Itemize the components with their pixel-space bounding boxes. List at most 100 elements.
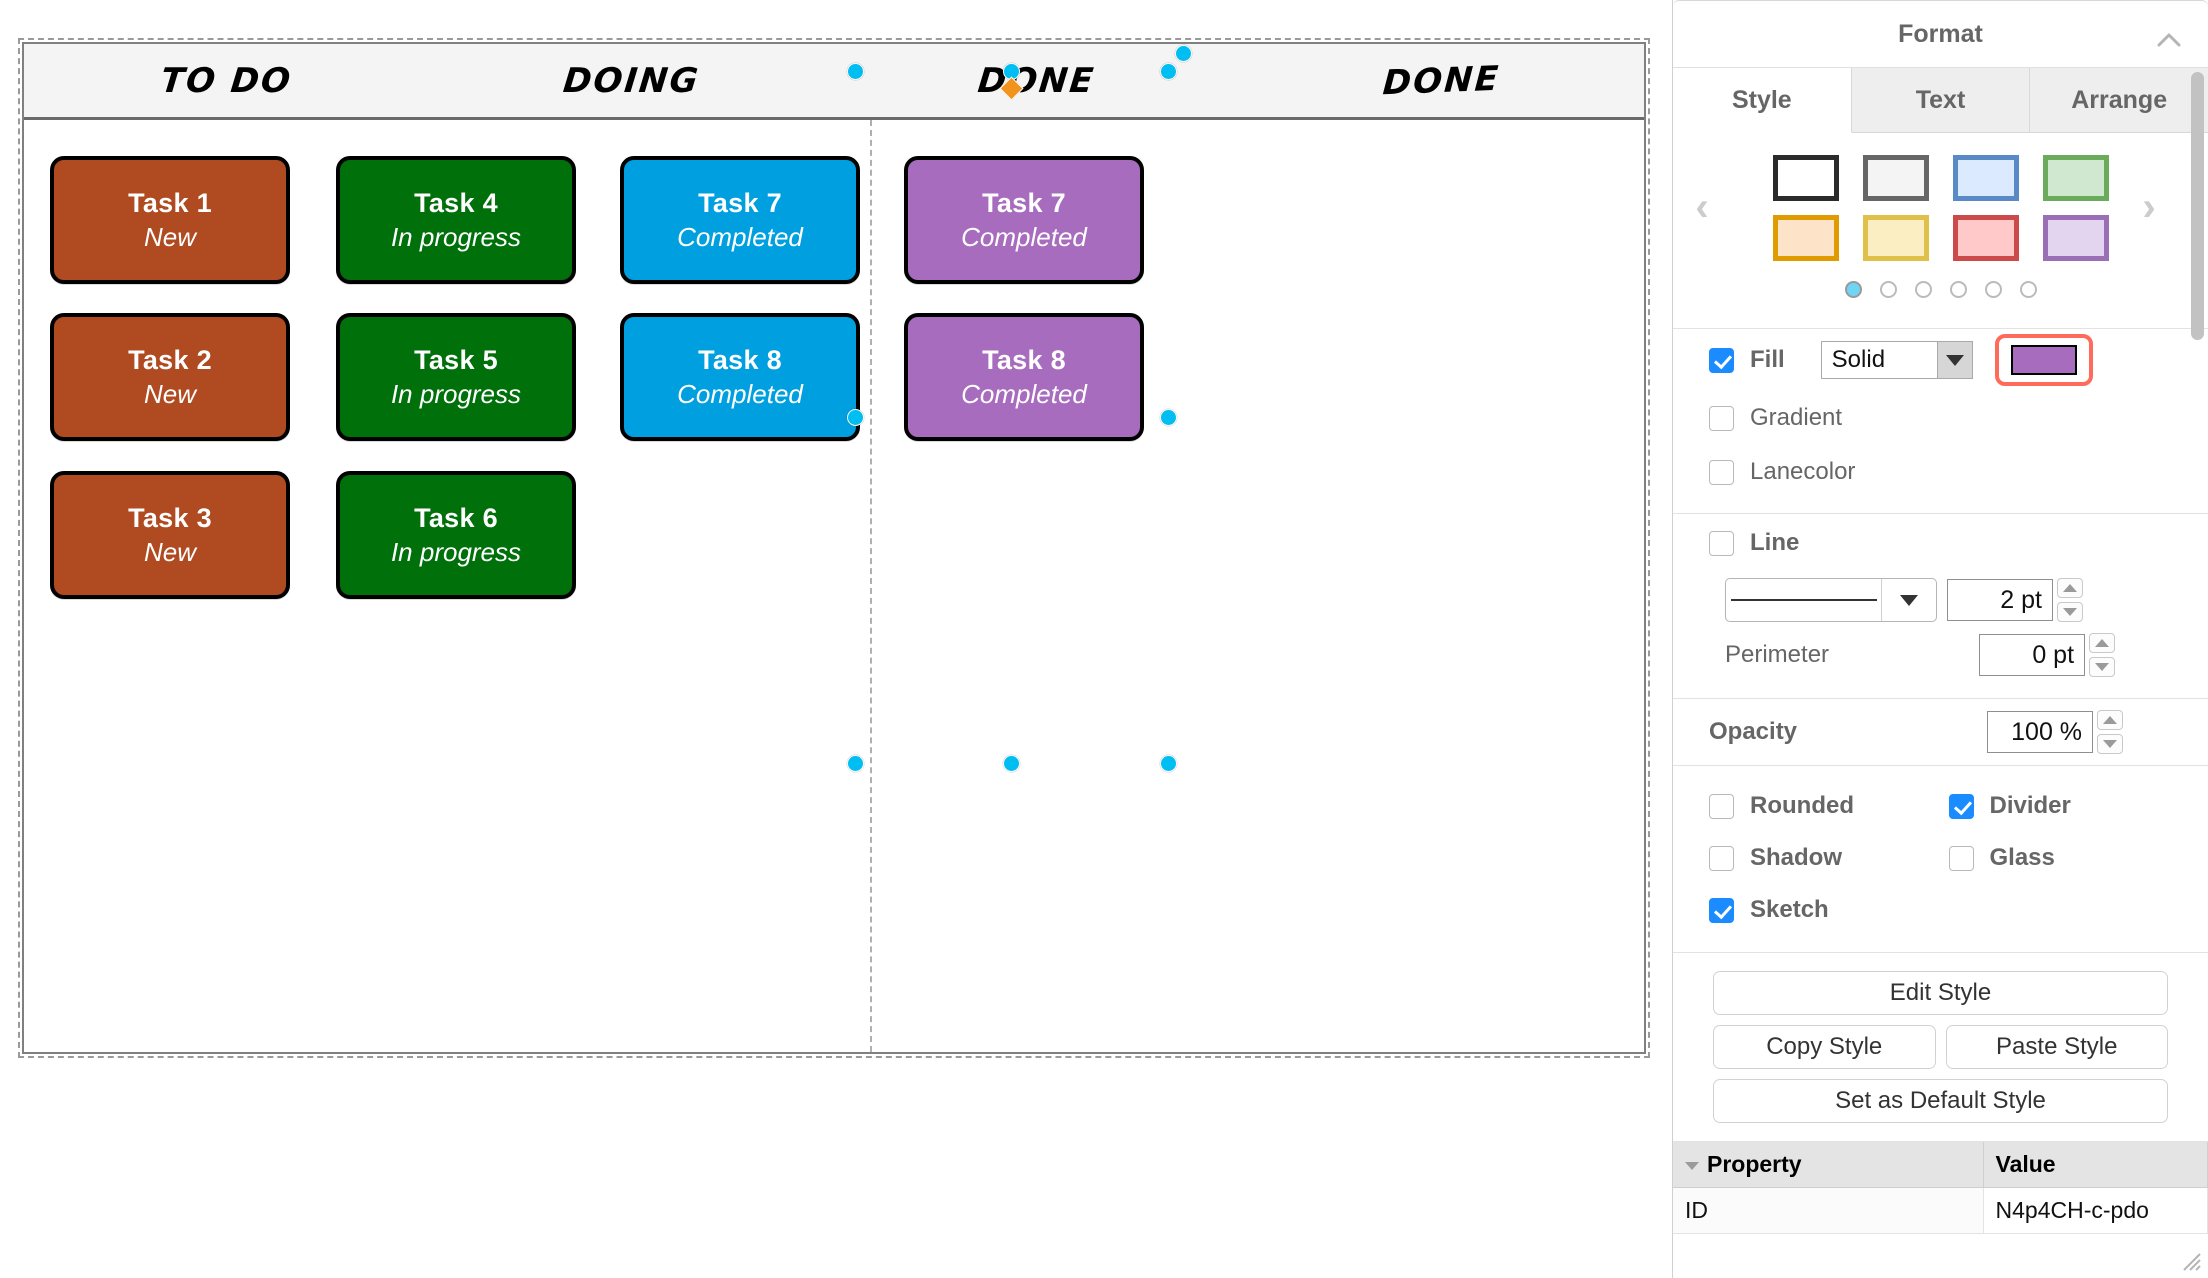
panel-scrollbar-thumb[interactable] <box>2191 72 2204 340</box>
tab-style[interactable]: Style <box>1673 68 1852 133</box>
stepper-down-icon[interactable] <box>2057 602 2083 622</box>
chevron-left-icon[interactable]: ‹ <box>1695 184 1709 229</box>
gallery-page-dot[interactable] <box>1949 281 1967 298</box>
properties-row-value[interactable]: N4p4CH-c-pdo <box>1983 1187 2208 1234</box>
style-gallery-pager[interactable] <box>1673 275 2208 318</box>
format-tabs[interactable]: Style Text Arrange <box>1673 68 2208 133</box>
lanecolor-row[interactable]: Lanecolor <box>1673 445 2208 499</box>
shadow-checkbox[interactable] <box>1709 845 1734 871</box>
chevron-right-icon[interactable]: › <box>2142 184 2156 229</box>
fill-row[interactable]: Fill Solid <box>1673 329 2208 391</box>
selection-handle-top-right[interactable] <box>1160 63 1177 80</box>
stepper-down-icon[interactable] <box>2097 734 2124 754</box>
panel-scrollbar[interactable] <box>2191 72 2204 1202</box>
style-swatch-row-1[interactable] <box>1772 155 2109 201</box>
lane-header-doing[interactable]: DOING <box>425 44 838 117</box>
glass-checkbox[interactable] <box>1948 845 1974 871</box>
stepper-up-icon[interactable] <box>2089 633 2116 653</box>
sketch-row[interactable]: Sketch <box>1673 884 1941 936</box>
selection-handle-bottom-right[interactable] <box>1160 755 1177 772</box>
tab-text[interactable]: Text <box>1851 68 2031 132</box>
style-blue-swatch[interactable] <box>1952 155 2019 201</box>
selection-handle-bottom-mid[interactable] <box>1003 755 1020 772</box>
line-checkbox[interactable] <box>1709 530 1734 556</box>
properties-col-property[interactable]: Property <box>1673 1142 1984 1188</box>
paste-style-button[interactable]: Paste Style <box>1945 1025 2168 1069</box>
diagram-canvas[interactable]: TO DO DOING DONE DONE <box>0 0 1672 1278</box>
selection-handle-top-mid-left[interactable] <box>847 63 864 80</box>
selection-handle-bottom-left[interactable] <box>847 755 864 772</box>
line-style-select[interactable] <box>1725 578 1937 622</box>
lane-header-todo[interactable]: TO DO <box>20 44 433 117</box>
sort-triangle-icon[interactable] <box>1685 1161 1699 1170</box>
edit-style-button[interactable]: Edit Style <box>1713 971 2168 1015</box>
sketch-checkbox[interactable] <box>1709 897 1734 923</box>
style-light-gray-swatch[interactable] <box>1862 155 1929 201</box>
rounded-row[interactable]: Rounded <box>1673 780 1941 832</box>
shadow-row[interactable]: Shadow <box>1673 832 1941 884</box>
gallery-page-dot[interactable] <box>1844 281 1862 298</box>
opacity-row[interactable]: Opacity 100 % <box>1673 699 2208 765</box>
gallery-page-dot[interactable] <box>1914 281 1932 298</box>
properties-col-value[interactable]: Value <box>1983 1142 2208 1188</box>
style-red-swatch[interactable] <box>1952 215 2019 261</box>
resize-grip-icon[interactable] <box>2180 1250 2202 1272</box>
lane-column-done-2[interactable] <box>1239 120 1644 1052</box>
gradient-row[interactable]: Gradient <box>1673 391 2208 445</box>
line-width-stepper[interactable] <box>2057 578 2083 622</box>
line-style-row[interactable]: 2 pt <box>1673 572 2208 628</box>
style-orange-swatch[interactable] <box>1772 215 1839 261</box>
rounded-checkbox[interactable] <box>1709 793 1734 819</box>
fill-checkbox[interactable] <box>1709 347 1734 373</box>
selection-handle-mid-left[interactable] <box>847 409 864 426</box>
set-default-style-button[interactable]: Set as Default Style <box>1713 1079 2168 1123</box>
gradient-checkbox[interactable] <box>1709 405 1734 431</box>
stepper-down-icon[interactable] <box>2089 657 2116 677</box>
fill-color-button[interactable] <box>1994 334 2093 386</box>
perimeter-stepper[interactable] <box>2089 633 2116 677</box>
kanban-pool[interactable]: TO DO DOING DONE DONE <box>22 42 1646 1054</box>
perimeter-input[interactable]: 0 pt <box>1979 634 2086 676</box>
copy-style-button[interactable]: Copy Style <box>1713 1025 1936 1069</box>
gallery-page-dot[interactable] <box>1879 281 1897 298</box>
chevron-down-icon[interactable] <box>1881 579 1936 621</box>
lane-header-done-2[interactable]: DONE <box>1236 36 1647 124</box>
selection-handle-mid-right[interactable] <box>1160 409 1177 426</box>
style-green-swatch[interactable] <box>2042 155 2109 201</box>
chevron-up-icon[interactable] <box>2156 26 2182 47</box>
glass-row[interactable]: Glass <box>1941 832 2208 884</box>
lanecolor-checkbox[interactable] <box>1709 459 1734 485</box>
format-panel[interactable]: Format Style Text Arrange ‹ › Fill <box>1672 0 2208 1278</box>
divider-row[interactable]: Divider <box>1941 780 2208 832</box>
style-purple-swatch[interactable] <box>2042 215 2109 261</box>
opacity-input[interactable]: 100 % <box>1987 711 2094 753</box>
fill-type-select[interactable]: Solid <box>1820 341 1973 379</box>
divider-checkbox[interactable] <box>1948 793 1974 819</box>
stepper-up-icon[interactable] <box>2057 578 2083 598</box>
tab-arrange[interactable]: Arrange <box>2030 68 2208 132</box>
perimeter-row[interactable]: Perimeter 0 pt <box>1673 628 2208 682</box>
line-row[interactable]: Line <box>1673 514 2208 572</box>
selection-handle-corner-ne[interactable] <box>1175 45 1192 62</box>
line-width-input[interactable]: 2 pt <box>1947 579 2053 621</box>
opacity-stepper[interactable] <box>2097 710 2124 754</box>
style-gallery[interactable]: ‹ › <box>1673 133 2208 329</box>
gallery-page-dot[interactable] <box>1984 281 2002 298</box>
style-yellow-swatch[interactable] <box>1862 215 1929 261</box>
chevron-down-icon[interactable] <box>1936 342 1972 378</box>
style-swatch-row-2[interactable] <box>1772 215 2109 261</box>
gallery-page-dot[interactable] <box>2019 281 2037 298</box>
stepper-up-icon[interactable] <box>2097 710 2124 730</box>
